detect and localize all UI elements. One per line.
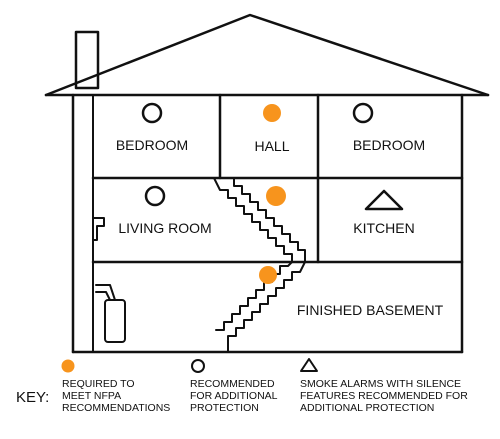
fireplace [92, 217, 105, 241]
legend-required-line-2: MEET NFPA [62, 390, 121, 402]
flue-pipe-2 [95, 291, 111, 301]
legend-silence-triangle-icon [300, 358, 318, 372]
room-label-basement: FINISHED BASEMENT [297, 302, 444, 318]
lower-staircase [227, 261, 306, 353]
legend-recommended-line-3: PROTECTION [190, 402, 259, 414]
upper-staircase-inner [213, 177, 293, 263]
legend-silence-line-3: ADDITIONAL PROTECTION [300, 402, 434, 414]
legend-required-line-3: RECOMMENDATIONS [62, 402, 170, 414]
legend-silence-line-1: SMOKE ALARMS WITH SILENCE [300, 378, 461, 390]
recommended-alarm-icon [144, 185, 166, 207]
room-label-bedroom-left: BEDROOM [116, 137, 188, 153]
room-label-kitchen: KITCHEN [353, 220, 414, 236]
recommended-alarm-icon [352, 102, 374, 124]
required-alarm-icon [263, 104, 281, 122]
room-label-bedroom-right: BEDROOM [353, 137, 425, 153]
roof [44, 13, 490, 97]
room-label-hall: HALL [254, 138, 289, 154]
legend-required-line-1: REQUIRED TO [62, 378, 135, 390]
alarm-markers [141, 102, 404, 284]
legend-recommended-icon [191, 359, 205, 373]
legend-silence-line-2: FEATURES RECOMMENDED FOR [300, 390, 468, 402]
legend-recommended-line-1: RECOMMENDED [190, 378, 275, 390]
legend: KEY: REQUIRED TO MEET NFPA RECOMMENDATIO… [16, 358, 468, 414]
silence-alarm-triangle-icon [364, 189, 404, 211]
required-alarm-icon [259, 266, 277, 284]
room-label-living-room: LIVING ROOM [118, 220, 211, 236]
legend-title: KEY: [16, 389, 49, 406]
house-outline [44, 13, 490, 354]
chimney [74, 30, 100, 90]
flue-pipe-1 [95, 284, 116, 301]
upper-staircase [227, 177, 306, 263]
water-heater [104, 299, 126, 343]
lower-staircase-inner [215, 261, 293, 331]
required-alarm-icon [266, 186, 286, 206]
recommended-alarm-icon [141, 102, 163, 124]
legend-recommended-line-2: FOR ADDITIONAL [190, 390, 278, 402]
legend-required-icon [61, 359, 75, 373]
